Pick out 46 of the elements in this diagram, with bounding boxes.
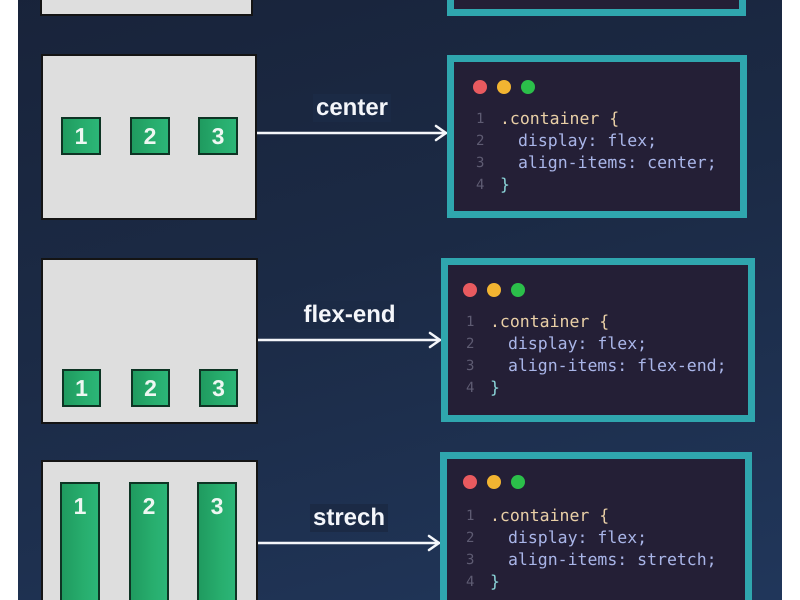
code-line: .container { [490, 311, 610, 333]
edge-label: strech [310, 504, 388, 532]
arrow [256, 124, 448, 142]
flex-item: 2 [131, 369, 170, 407]
code-line: align-items: stretch; [508, 549, 717, 571]
line-number: 2 [476, 132, 484, 151]
flex-item: 2 [130, 117, 170, 155]
line-number: 1 [466, 507, 474, 526]
line-number: 4 [466, 573, 474, 592]
line-number: 4 [476, 176, 484, 195]
code-line: display: flex; [508, 333, 648, 355]
code-window [440, 452, 752, 600]
flex-container [41, 460, 258, 600]
line-number: 1 [466, 313, 474, 332]
code-window [441, 258, 755, 422]
edge-label: center [312, 94, 392, 122]
line-number: 2 [466, 335, 474, 354]
flex-container [41, 54, 257, 220]
flex-container [41, 258, 258, 424]
code-line: display: flex; [518, 130, 658, 152]
code-line: } [490, 377, 500, 399]
line-number: 3 [466, 551, 474, 570]
flex-item: 1 [60, 482, 100, 600]
code-line: .container { [500, 108, 620, 130]
line-number: 4 [466, 379, 474, 398]
flex-container [40, 0, 253, 16]
line-number: 3 [466, 357, 474, 376]
arrow [256, 534, 440, 552]
flex-item: 3 [198, 117, 238, 155]
flex-item: 3 [197, 482, 237, 600]
code-window [447, 0, 746, 16]
code-line: } [500, 174, 510, 196]
line-number: 1 [476, 110, 484, 129]
flex-item: 1 [61, 117, 101, 155]
line-number: 3 [476, 154, 484, 173]
flex-item: 3 [199, 369, 238, 407]
code-line: align-items: center; [518, 152, 717, 174]
code-line: .container { [490, 505, 610, 527]
line-number: 2 [466, 529, 474, 548]
code-line: } [490, 571, 500, 593]
flex-item: 1 [62, 369, 101, 407]
code-line: align-items: flex-end; [508, 355, 727, 377]
code-window [447, 55, 747, 218]
code-line: display: flex; [508, 527, 648, 549]
flex-item: 2 [129, 482, 169, 600]
arrow [256, 332, 442, 348]
